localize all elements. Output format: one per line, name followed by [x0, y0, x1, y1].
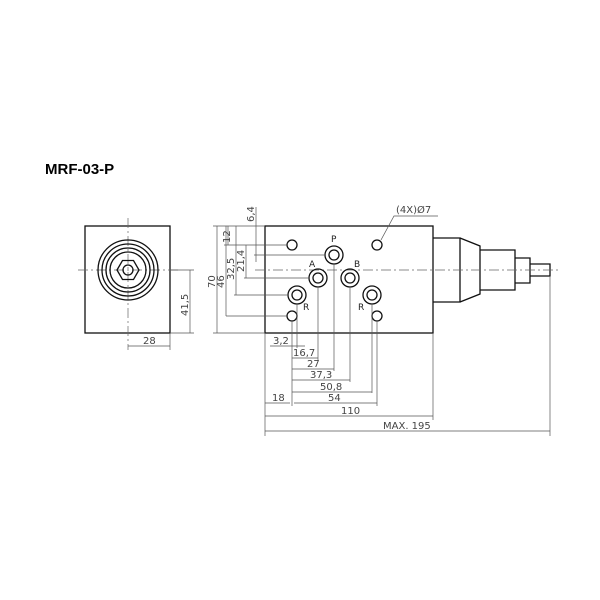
dim-3-2: 3,2 — [273, 336, 289, 347]
port-a — [308, 268, 328, 288]
mounting-hole — [286, 310, 298, 322]
dim-54: 54 — [328, 393, 341, 404]
dim-70: 70 — [207, 275, 218, 288]
drawing-title: MRF-03-P — [45, 161, 115, 178]
dim-46: 46 — [216, 275, 227, 288]
port-b — [340, 268, 360, 288]
dim-16-7: 16,7 — [293, 348, 315, 359]
dim-110: 110 — [341, 406, 360, 417]
port-p — [324, 245, 344, 265]
side-body-outline — [264, 225, 434, 334]
dim-50-8: 50,8 — [320, 382, 342, 393]
hole-callout: (4X)Ø7 — [396, 204, 431, 216]
label-r-right: R — [358, 303, 364, 313]
dim-41-5: 41,5 — [180, 294, 191, 316]
dim-18: 18 — [272, 393, 285, 404]
port-b-bore — [344, 272, 356, 284]
dim-32-5: 32,5 — [226, 258, 237, 280]
mounting-hole — [286, 239, 298, 251]
dim-21-4: 21,4 — [236, 250, 247, 272]
callout-leader — [380, 215, 438, 241]
port-r-right — [362, 285, 382, 305]
dim-28: 28 — [143, 336, 156, 347]
dim-37-3: 37,3 — [310, 370, 332, 381]
port-r-left-bore — [291, 289, 303, 301]
dim-12: 12 — [222, 230, 233, 243]
label-p: P — [331, 235, 337, 245]
port-r-left — [287, 285, 307, 305]
front-ring-4 — [109, 251, 147, 289]
port-p-bore — [328, 249, 340, 261]
label-r-left: R — [303, 303, 309, 313]
label-b: B — [354, 260, 360, 270]
front-outer-ring — [97, 239, 159, 301]
mounting-hole — [371, 310, 383, 322]
front-body-outline — [84, 225, 171, 334]
mounting-hole — [371, 239, 383, 251]
dim-27: 27 — [307, 359, 320, 370]
hex-nut-icon — [116, 259, 140, 281]
port-a-bore — [312, 272, 324, 284]
front-ring-2 — [101, 243, 155, 297]
front-stem — [122, 264, 134, 276]
port-r-right-bore — [366, 289, 378, 301]
front-view: 41,5 28 — [78, 218, 194, 350]
vertical-dimensions: 70 46 32,5 21,4 12 6,4 — [207, 206, 325, 334]
label-a: A — [309, 260, 316, 270]
horizontal-dimensions: 3,2 16,7 27 37,3 50,8 18 54 110 MAX. 195 — [264, 264, 551, 436]
dim-6-4: 6,4 — [246, 206, 257, 222]
front-ring-3 — [105, 247, 151, 293]
dim-max-195: MAX. 195 — [383, 421, 431, 432]
side-view: P A B R R (4X)Ø7 70 46 32,5 21,4 12 — [207, 204, 560, 436]
